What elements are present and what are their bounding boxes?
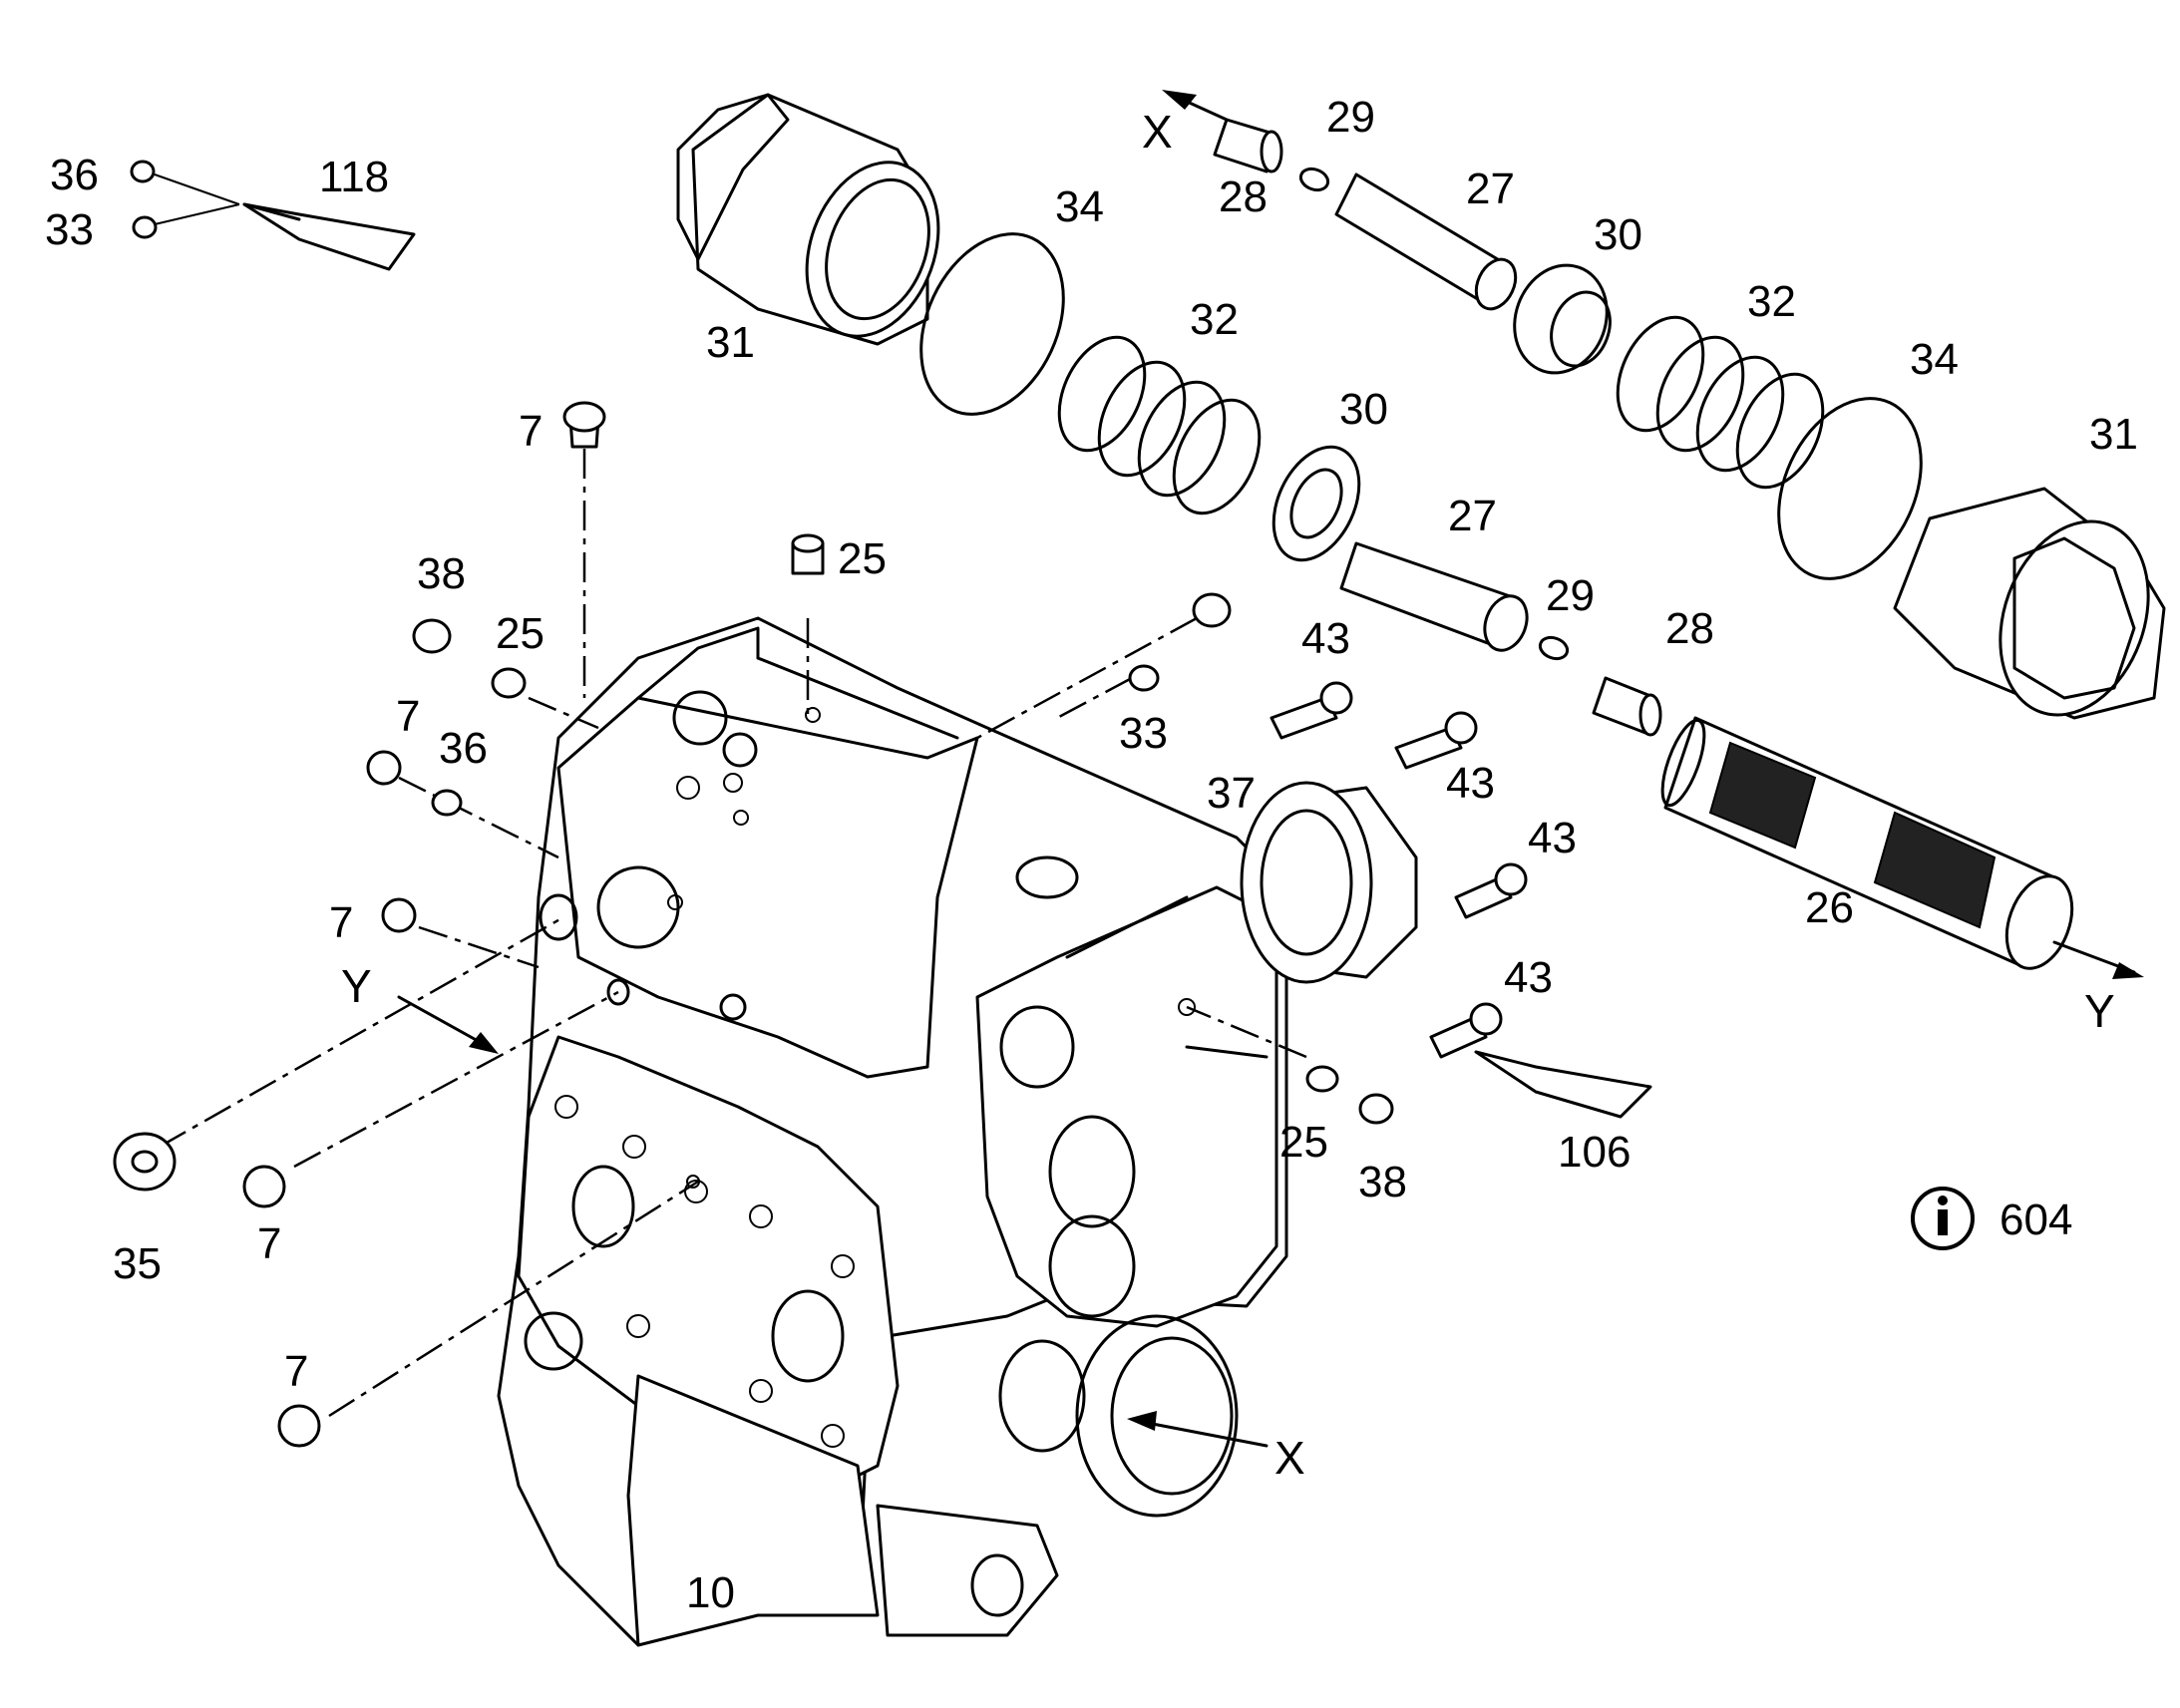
sealant-tube-106 [1474, 1050, 1652, 1119]
spool-part-26 [1660, 716, 2074, 970]
axis-marker-y-right: Y [2084, 985, 2115, 1037]
callout-label: 7 [257, 1219, 281, 1268]
screw-part-43-d [1429, 1002, 1503, 1059]
pin-part-29-middle [1538, 635, 1570, 661]
callout-label: 25 [1279, 1118, 1328, 1167]
callout-label: 36 [439, 724, 488, 773]
screw-part-43-c [1454, 862, 1528, 919]
axis-arrows [397, 90, 2144, 1448]
callout-label: 38 [417, 549, 466, 598]
callout-label: 27 [1466, 165, 1515, 213]
callout-label: 118 [319, 153, 389, 201]
callout-label: 33 [45, 205, 94, 254]
callout-label: 7 [396, 692, 420, 741]
callout-label: 26 [1805, 883, 1854, 932]
screw-part-43-b [1394, 711, 1478, 770]
spring-part-32-right [1616, 315, 1825, 490]
callout-label: 27 [1448, 492, 1497, 540]
screw-part-43-a [1270, 681, 1353, 740]
callout-label: 30 [1339, 385, 1388, 434]
callout-label: 43 [1301, 614, 1350, 663]
plug-part-36-left [431, 789, 463, 817]
piston-part-27-top [1334, 172, 1518, 311]
plug-part-7-bottom-a [242, 1165, 286, 1208]
cap-part-31-left [676, 93, 940, 346]
plug-part-38-right [1358, 1093, 1394, 1125]
piston-part-27-left [1339, 541, 1529, 652]
callout-label: 32 [1190, 295, 1239, 344]
callout-label: 35 [113, 1239, 162, 1288]
cap-part-31-right [1893, 487, 2166, 720]
plug-part-7-bottom-b [277, 1404, 321, 1448]
plug-part-35 [113, 1132, 177, 1192]
callout-label: 28 [1219, 172, 1268, 221]
callout-label: 25 [496, 609, 545, 658]
callout-label: 7 [519, 407, 543, 456]
oring-part-34-right [1777, 397, 1923, 580]
axis-marker-x-top: X [1142, 106, 1173, 158]
callout-label: 29 [1326, 93, 1375, 142]
sleeve-part-28-middle [1592, 676, 1662, 737]
bushing-part-37 [1240, 781, 1418, 984]
callout-label: 38 [1358, 1158, 1407, 1206]
housing-part-10 [497, 616, 1288, 1647]
callout-label: 7 [329, 898, 353, 947]
sealant-tube-118 [242, 202, 416, 271]
callout-label: 43 [1446, 759, 1495, 808]
seat-part-30-left [1272, 445, 1361, 562]
plug-part-7-top [562, 401, 606, 449]
callout-label: 7 [284, 1347, 308, 1396]
plug-part-33-right [1128, 664, 1160, 692]
plug-part-36-top [130, 160, 156, 183]
assembly-lines [154, 173, 1307, 1418]
callout-label: 10 [686, 1568, 735, 1617]
pin-part-29-top [1298, 167, 1330, 192]
sleeve-part-28-top [1213, 118, 1283, 173]
callout-label: 37 [1207, 769, 1256, 818]
plug-part-25-top [791, 533, 825, 575]
callout-label: 32 [1747, 277, 1796, 326]
callout-label: 33 [1119, 709, 1168, 758]
callout-label: 25 [838, 534, 887, 583]
callout-label: 34 [1055, 182, 1104, 231]
callout-label: 106 [1558, 1128, 1631, 1177]
callout-label: 31 [706, 318, 755, 367]
callout-label: 29 [1546, 571, 1595, 620]
plug-part-7-right [1192, 592, 1232, 628]
plug-part-33-top [132, 215, 158, 239]
callout-label: 30 [1594, 210, 1642, 259]
callout-label: 34 [1910, 335, 1959, 384]
callout-label: 43 [1528, 814, 1577, 862]
plug-part-7-left-b [381, 897, 417, 933]
plug-part-38-left [412, 618, 452, 654]
oring-part-34-left [919, 232, 1065, 416]
spring-part-32-left [1057, 335, 1262, 515]
axis-marker-x-bottom: X [1274, 1432, 1305, 1484]
plug-part-25-right [1305, 1065, 1339, 1093]
plug-part-25-left [491, 667, 527, 699]
callout-label: 31 [2089, 410, 2138, 459]
info-reference-number: 604 [1999, 1196, 2072, 1244]
callout-label: 28 [1665, 604, 1714, 653]
callout-label: 36 [50, 151, 99, 199]
plug-part-7-left-a [366, 750, 402, 786]
callout-label: 43 [1504, 953, 1553, 1002]
seat-part-30-right [1513, 263, 1612, 375]
axis-marker-y-left: Y [341, 960, 372, 1012]
info-icon [1911, 1187, 1975, 1250]
